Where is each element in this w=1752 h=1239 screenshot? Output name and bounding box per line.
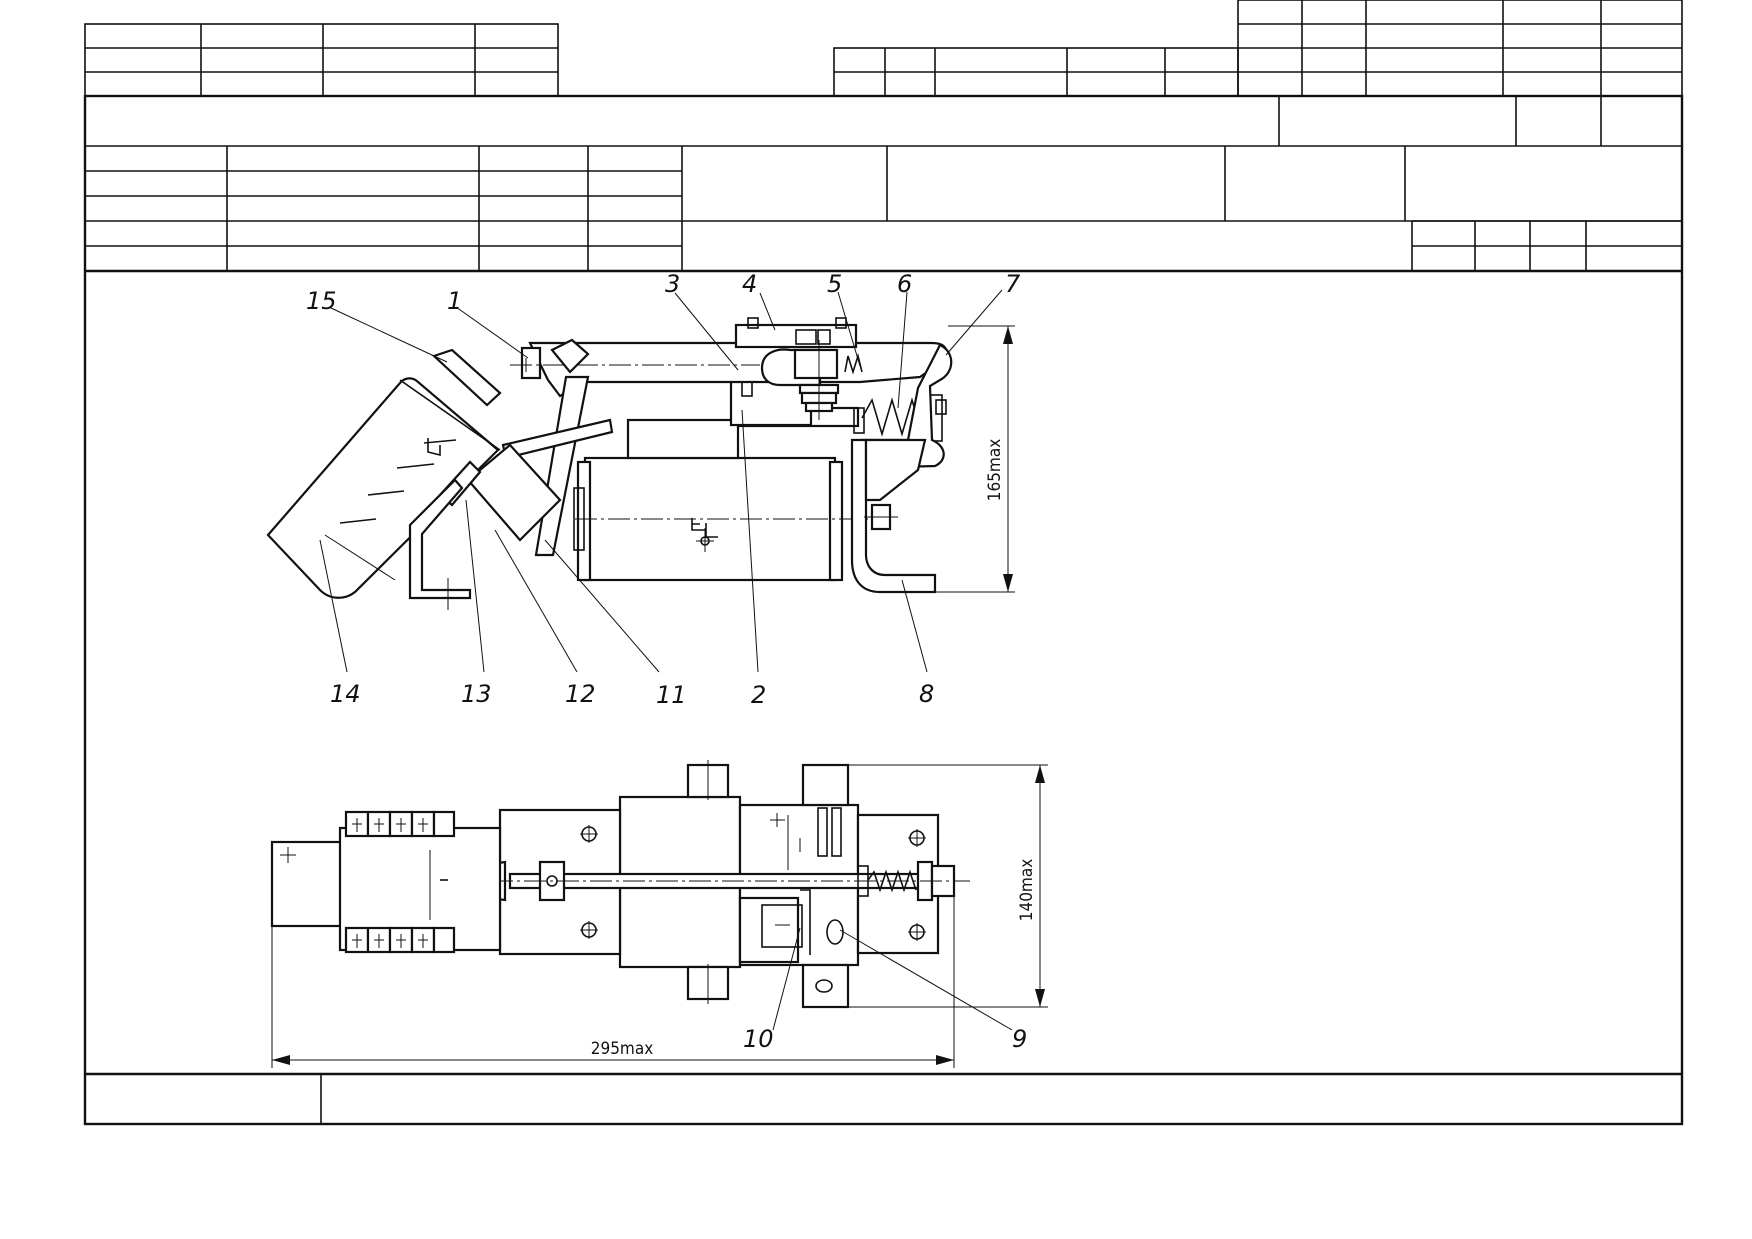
top-bracket xyxy=(734,317,858,349)
callout-14: 14 xyxy=(330,680,361,708)
coil-body xyxy=(573,456,880,582)
callout-2: 2 xyxy=(751,681,766,709)
dimension-labels: 165max 140max 295max xyxy=(591,439,1037,1059)
dim-165max: 165max xyxy=(985,439,1005,502)
base-bracket xyxy=(850,438,937,594)
side-view xyxy=(266,289,1015,673)
callout-12: 12 xyxy=(565,680,596,708)
callout-13: 13 xyxy=(461,680,492,708)
callout-5: 5 xyxy=(827,270,842,298)
callout-9: 9 xyxy=(1012,1025,1027,1053)
top-length-dimension xyxy=(271,896,955,1068)
callout-3: 3 xyxy=(665,270,680,298)
callout-11: 11 xyxy=(656,681,687,709)
callout-labels: 1 2 3 4 5 6 7 8 9 10 11 12 13 14 15 xyxy=(306,270,1027,1053)
callout-1: 1 xyxy=(447,287,462,315)
callout-7: 7 xyxy=(1005,270,1021,298)
header-info-table xyxy=(85,146,1682,273)
clamp-assembly xyxy=(760,340,863,420)
bottom-strip xyxy=(85,1072,1682,1124)
top-left-table xyxy=(84,23,559,97)
callout-10: 10 xyxy=(743,1025,774,1053)
callout-8: 8 xyxy=(919,680,934,708)
drawing-frame xyxy=(83,0,1684,1126)
callout-4: 4 xyxy=(742,270,757,298)
top-height-dimension xyxy=(848,764,1048,1008)
blowout-coil xyxy=(408,443,562,610)
side-view-leaders xyxy=(319,289,1003,673)
callout-6: 6 xyxy=(897,270,912,298)
callout-15: 15 xyxy=(306,287,337,315)
arc-plates-lower xyxy=(344,926,456,954)
side-height-dimension xyxy=(935,325,1015,593)
arc-chute xyxy=(266,348,502,599)
title-row xyxy=(85,96,1682,147)
dim-140max: 140max xyxy=(1017,859,1037,922)
dim-295max: 295max xyxy=(591,1039,654,1059)
arc-plates-upper xyxy=(344,810,456,838)
top-arc-chute xyxy=(270,840,354,928)
top-right-revision-table xyxy=(833,0,1683,97)
top-view xyxy=(270,760,1048,1068)
